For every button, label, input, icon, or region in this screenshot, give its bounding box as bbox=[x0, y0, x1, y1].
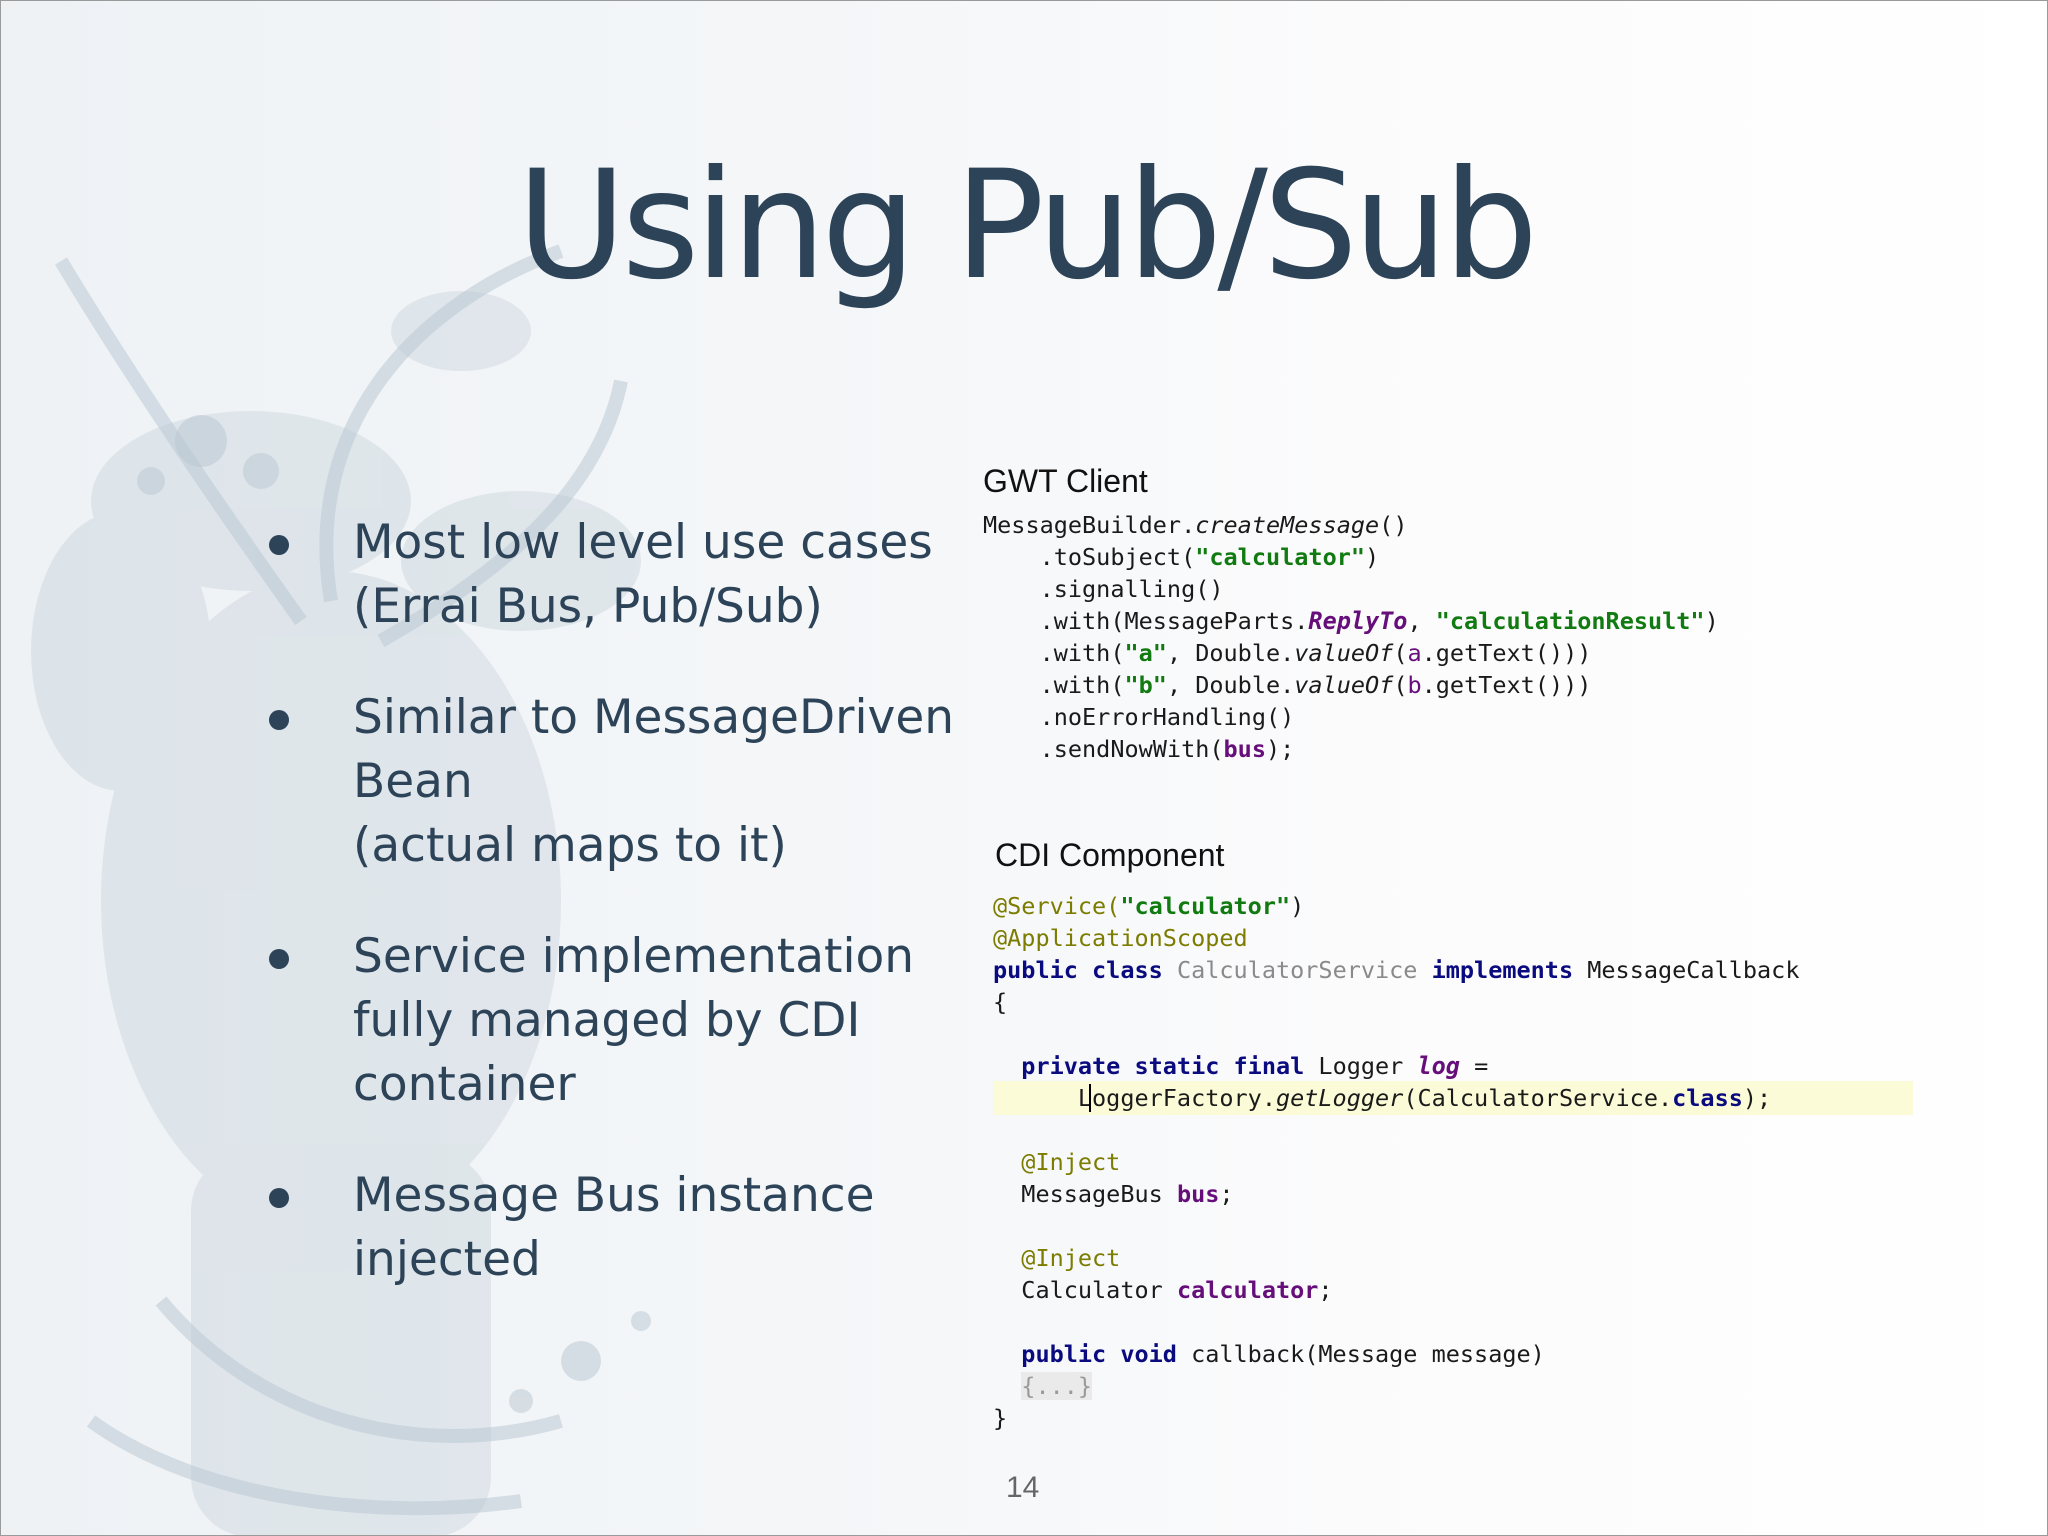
bullet-text: container bbox=[353, 1057, 576, 1112]
bullet-text: Service implementation bbox=[353, 929, 915, 984]
bullet-item: Message Bus instance injected bbox=[261, 1164, 961, 1292]
bullet-dot bbox=[269, 535, 289, 555]
bullet-item: Most low level use cases (Errai Bus, Pub… bbox=[261, 511, 961, 639]
bullet-item: Service implementation fully managed by … bbox=[261, 925, 961, 1117]
text-cursor bbox=[1089, 1084, 1091, 1112]
bullet-list: Most low level use cases (Errai Bus, Pub… bbox=[261, 511, 961, 1292]
bullet-text: Most low level use cases bbox=[353, 515, 933, 570]
bullet-text: Bean bbox=[353, 754, 473, 809]
bullet-item: Similar to MessageDriven Bean (actual ma… bbox=[261, 686, 961, 878]
bullet-text: (Errai Bus, Pub/Sub) bbox=[353, 579, 823, 634]
bullet-text: (actual maps to it) bbox=[353, 818, 787, 873]
bullet-text: Message Bus instance bbox=[353, 1168, 875, 1223]
background-illustration bbox=[31, 244, 651, 1535]
folded-code-marker: {...} bbox=[1021, 1372, 1093, 1400]
bullet-dot bbox=[269, 710, 289, 730]
slide-title: Using Pub/Sub bbox=[516, 139, 1539, 313]
bullet-dot bbox=[269, 1188, 289, 1208]
bullet-text: injected bbox=[353, 1232, 541, 1287]
page-number: 14 bbox=[1006, 1471, 1040, 1504]
gwt-client-caption: GWT Client bbox=[983, 463, 1148, 499]
highlighted-code-line bbox=[993, 1081, 1913, 1115]
bullet-dot bbox=[269, 949, 289, 969]
cdi-code-block: @Service("calculator") @ApplicationScope… bbox=[993, 892, 1800, 1432]
cdi-component-caption: CDI Component bbox=[995, 837, 1225, 873]
bullet-text: fully managed by CDI bbox=[353, 993, 861, 1048]
bullet-text: Similar to MessageDriven bbox=[353, 690, 955, 745]
gwt-code-block: MessageBuilder.createMessage() .toSubjec… bbox=[983, 511, 1719, 763]
